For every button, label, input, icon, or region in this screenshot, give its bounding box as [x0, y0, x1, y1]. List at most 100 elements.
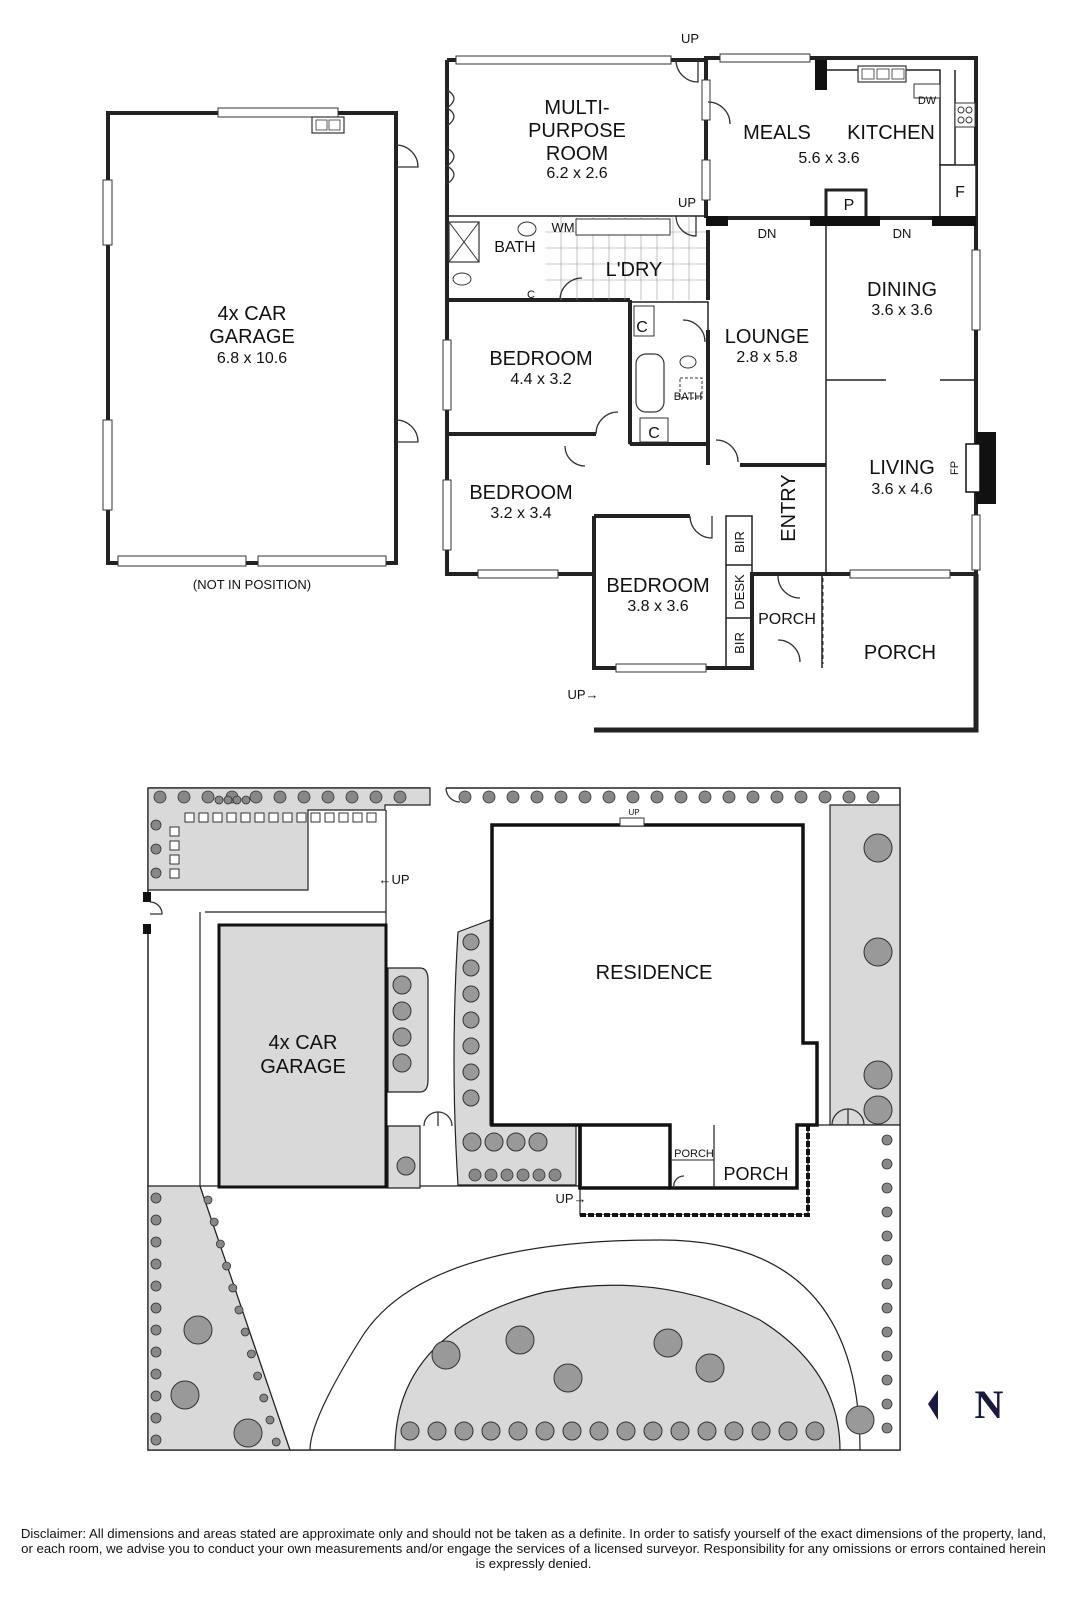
shrub — [881, 1206, 893, 1218]
site-shrubs — [150, 790, 893, 1447]
planter-box — [366, 812, 377, 823]
planter-box — [169, 840, 180, 851]
pantry-label: P — [844, 197, 855, 214]
dishwasher-label: DW — [918, 95, 937, 107]
shrub — [462, 1011, 480, 1029]
cupboard-label-top: C — [636, 319, 648, 336]
north-arrow-icon — [928, 1390, 938, 1420]
shrub — [506, 1132, 526, 1152]
shrub — [548, 1168, 562, 1182]
shrub — [842, 790, 856, 804]
planter-box — [338, 812, 349, 823]
laundry-label: L'DRY — [606, 259, 663, 281]
shrub — [482, 790, 496, 804]
shrub — [746, 790, 760, 804]
tree — [845, 1405, 875, 1435]
shrub — [506, 790, 520, 804]
tree — [553, 1363, 583, 1393]
shrub — [881, 1422, 893, 1434]
multipurpose-label-line1: MULTI- — [544, 97, 609, 119]
shrub — [698, 790, 712, 804]
planter-dot — [241, 795, 251, 805]
shrub — [484, 1168, 498, 1182]
shrub — [626, 790, 640, 804]
site-up-small: UP — [628, 808, 639, 817]
shrub — [881, 1398, 893, 1410]
shrub — [881, 1326, 893, 1338]
shrub — [209, 1217, 219, 1227]
planter-box — [352, 812, 363, 823]
shrub — [150, 843, 162, 855]
fireplace-label: FP — [949, 461, 961, 475]
shrub — [400, 1421, 420, 1441]
shrub — [881, 1230, 893, 1242]
shrub — [508, 1421, 528, 1441]
shrub — [150, 1390, 162, 1402]
shrub — [484, 1132, 504, 1152]
site-up-left: ←UP — [378, 872, 409, 887]
bedroom3-dimensions: 3.8 x 3.6 — [627, 598, 688, 615]
shrub — [369, 790, 383, 804]
shrub — [602, 790, 616, 804]
shrub — [751, 1421, 771, 1441]
planter-box — [169, 854, 180, 865]
planter-box — [169, 868, 180, 879]
kitchen-dimensions: 5.6 x 3.6 — [798, 150, 859, 167]
shrub — [203, 1195, 213, 1205]
planter-box — [268, 812, 279, 823]
cupboard-label-small: C — [527, 289, 535, 301]
shrub — [462, 985, 480, 1003]
planter-box — [226, 812, 237, 823]
planter-box — [212, 812, 223, 823]
shrub — [150, 1324, 162, 1336]
tree — [431, 1340, 461, 1370]
shrub — [562, 1421, 582, 1441]
shrub — [392, 1001, 412, 1021]
shrub — [535, 1421, 555, 1441]
garage-position-note: (NOT IN POSITION) — [193, 577, 311, 592]
dn-label-left: DN — [758, 226, 777, 241]
shrub — [881, 1278, 893, 1290]
shrub — [468, 1168, 482, 1182]
dining-label: DINING — [867, 279, 937, 301]
shrub — [150, 1280, 162, 1292]
garage-plan — [102, 107, 419, 567]
shrub — [228, 1283, 238, 1293]
shrub — [345, 790, 359, 804]
shrub — [674, 790, 688, 804]
bath1-label: BATH — [494, 239, 535, 256]
tree — [695, 1353, 725, 1383]
porch-small-label: PORCH — [758, 611, 816, 628]
shrub — [462, 959, 480, 977]
house-walls — [442, 53, 996, 733]
shrub — [265, 1415, 275, 1425]
bedroom3-label: BEDROOM — [606, 575, 709, 597]
planter-box — [254, 812, 265, 823]
shrub — [578, 790, 592, 804]
shrub — [150, 867, 162, 879]
up-label-top: UP — [681, 31, 699, 46]
north-label: N — [975, 1382, 1004, 1427]
entry-label: ENTRY — [778, 474, 800, 541]
site-porch-large-label: PORCH — [723, 1164, 788, 1184]
multipurpose-label-line3: ROOM — [546, 143, 608, 165]
kitchen-label: KITCHEN — [847, 122, 935, 144]
shrub — [396, 1156, 416, 1176]
shrub — [253, 1371, 263, 1381]
shrub — [722, 790, 736, 804]
bedroom1-label: BEDROOM — [489, 348, 592, 370]
multipurpose-label-line2: PURPOSE — [528, 120, 626, 142]
bir-label-top: BIR — [732, 531, 747, 553]
tree — [183, 1315, 213, 1345]
shrub — [866, 790, 880, 804]
shrub — [240, 1327, 250, 1337]
shrub — [794, 790, 808, 804]
shrub — [778, 1421, 798, 1441]
shrub — [881, 1374, 893, 1386]
site-plan — [143, 787, 938, 1451]
shrub — [528, 1132, 548, 1152]
shrub — [881, 1134, 893, 1146]
shrub — [881, 1182, 893, 1194]
shrub — [589, 1421, 609, 1441]
planter-dot — [214, 795, 224, 805]
